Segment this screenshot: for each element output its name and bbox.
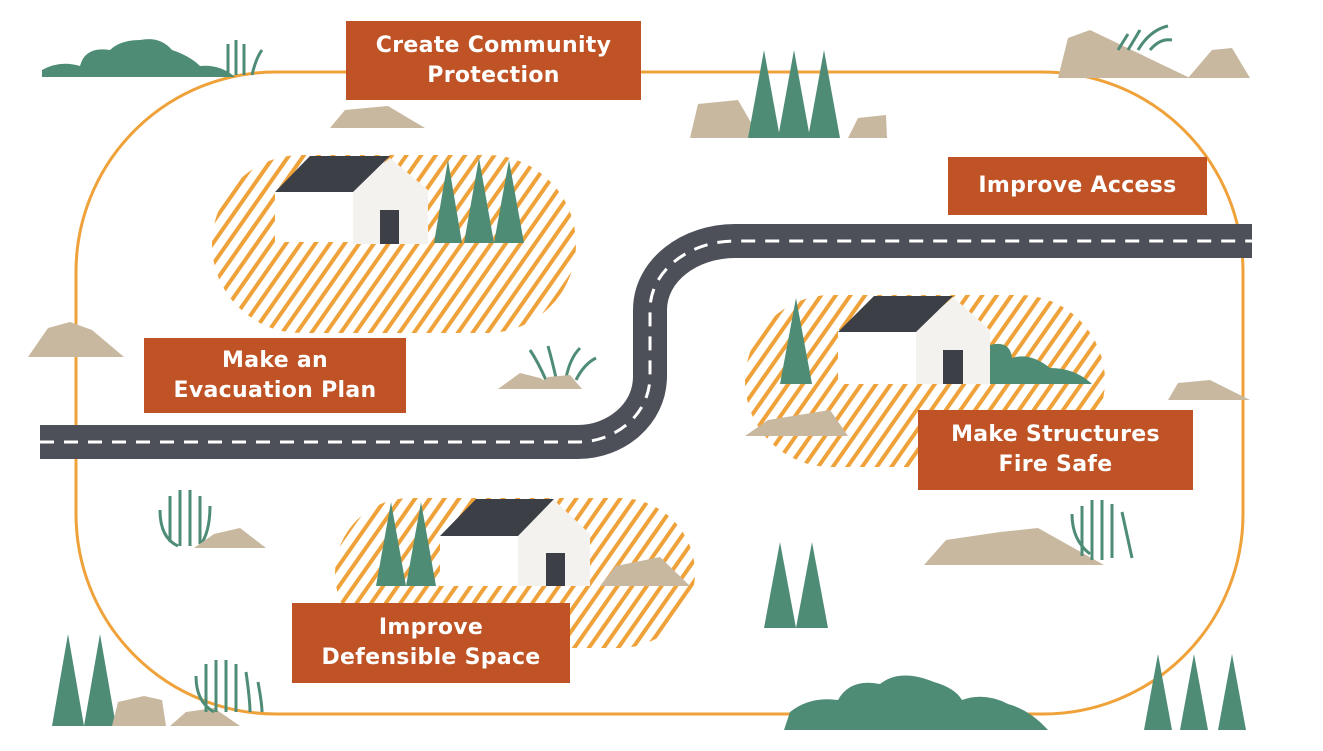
tree-icon bbox=[780, 298, 812, 384]
shrub-icon bbox=[990, 343, 1092, 384]
label-line: Make Structures bbox=[951, 422, 1160, 447]
house-icon bbox=[838, 296, 990, 384]
community-loop bbox=[74, 70, 1245, 716]
rock-icon bbox=[28, 322, 124, 357]
grass-icon bbox=[1070, 500, 1134, 560]
shrub-icon bbox=[784, 675, 1048, 730]
rock-icon bbox=[330, 106, 425, 128]
label-line: Make an bbox=[222, 347, 328, 373]
rock-icon bbox=[1168, 380, 1250, 400]
rock-icon bbox=[745, 410, 848, 436]
label-line: Improve Access bbox=[978, 173, 1177, 198]
label-line: Protection bbox=[427, 62, 560, 88]
label-line: Defensible Space bbox=[321, 645, 541, 670]
tree-icon bbox=[52, 634, 116, 726]
rock-icon bbox=[690, 100, 887, 138]
rock-icon bbox=[924, 528, 1104, 565]
grass-icon bbox=[1116, 24, 1173, 51]
tree-icon bbox=[764, 542, 828, 628]
create-community-protection-label: Create Community Protection bbox=[346, 21, 641, 100]
label-line: Evacuation Plan bbox=[173, 377, 377, 403]
improve-access-label: Improve Access bbox=[948, 157, 1207, 215]
tree-icon bbox=[748, 50, 840, 138]
grass-icon bbox=[158, 490, 212, 548]
make-evacuation-plan-label: Make an Evacuation Plan bbox=[144, 338, 406, 413]
shrub-icon bbox=[42, 39, 235, 77]
grass-icon bbox=[528, 345, 597, 381]
rock-icon bbox=[1058, 30, 1250, 78]
tree-icon bbox=[434, 158, 524, 243]
improve-defensible-space-label: Improve Defensible Space bbox=[292, 603, 570, 683]
rock-icon bbox=[112, 696, 240, 726]
house-icon bbox=[440, 499, 590, 586]
rock-icon bbox=[194, 528, 266, 548]
tree-icon bbox=[1144, 654, 1246, 730]
label-line: Create Community bbox=[375, 32, 612, 58]
tree-icon bbox=[376, 502, 436, 586]
rock-icon bbox=[600, 557, 690, 586]
label-line: Fire Safe bbox=[998, 452, 1113, 477]
label-line: Improve bbox=[378, 615, 484, 640]
make-structures-fire-safe-label: Make Structures Fire Safe bbox=[918, 410, 1193, 490]
grass-icon bbox=[194, 660, 264, 714]
house-icon bbox=[275, 156, 428, 244]
grass-icon bbox=[226, 40, 264, 76]
road-icon bbox=[40, 224, 1252, 459]
rock-icon bbox=[498, 373, 582, 389]
